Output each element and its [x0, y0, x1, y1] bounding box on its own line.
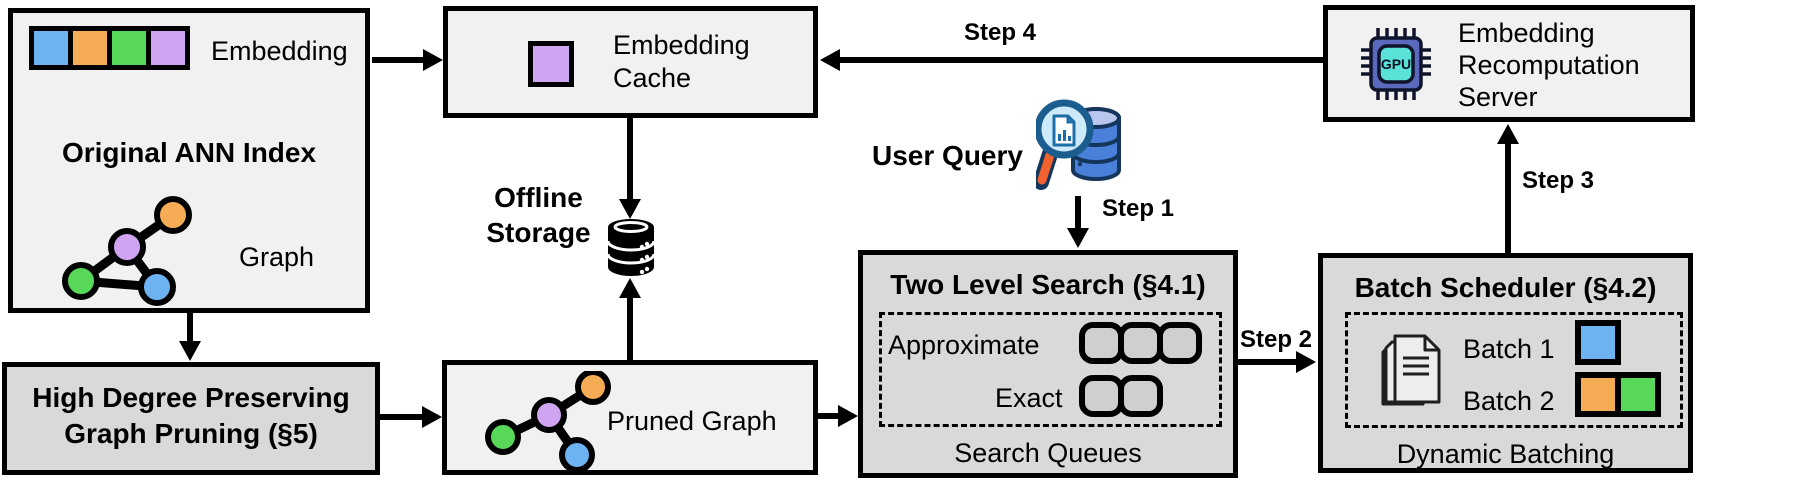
embedding-cell-blue [29, 26, 73, 70]
dynamic-batching-label: Dynamic Batching [1396, 439, 1615, 469]
pruned-graph-box: Pruned Graph [442, 360, 818, 475]
original-graph-icon [62, 196, 192, 306]
step2-label: Step 2 [1240, 326, 1313, 353]
exact-queue-slots [1079, 375, 1163, 417]
batch1-item-blue [1575, 320, 1621, 365]
original-ann-index-box: Embedding Original ANN Index Graph [8, 8, 370, 313]
queue-slot [1157, 322, 1202, 364]
queue-slot [1118, 375, 1163, 417]
exact-label: Exact [995, 383, 1063, 413]
approximate-label: Approximate [888, 330, 1040, 360]
recomputation-server-box: GPU Embedding Recomputation Server [1323, 5, 1695, 122]
embedding-cache-box: Embedding Cache [443, 6, 818, 118]
batch-scheduler-title: Batch Scheduler (§4.2) [1354, 272, 1657, 303]
approximate-queue-slots [1079, 322, 1202, 364]
embedding-label: Embedding [211, 36, 348, 66]
batch-scheduler-box: Batch Scheduler (§4.2) Batch 1 Batch 2 D… [1318, 253, 1693, 473]
batch2-items [1575, 372, 1661, 417]
step3-label: Step 3 [1522, 167, 1595, 194]
documents-icon [1381, 334, 1441, 406]
search-queues-label: Search Queues [954, 438, 1142, 468]
embedding-cell-green [107, 26, 151, 70]
gpu-icon: GPU [1361, 28, 1431, 100]
user-query-icon [1036, 99, 1121, 190]
search-queues-dashed-box [879, 312, 1222, 427]
gpu-label: GPU [1381, 56, 1411, 72]
batch2-item-green [1615, 372, 1661, 417]
step4-label: Step 4 [963, 19, 1037, 46]
cached-embedding-icon [528, 41, 574, 87]
graph-pruning-box: High Degree Preserving Graph Pruning (§5… [2, 362, 380, 475]
graph-pruning-title: High Degree Preserving Graph Pruning (§5… [32, 382, 350, 449]
graph-label: Graph [239, 242, 315, 272]
embedding-cell-purple [146, 26, 190, 70]
offline-storage-database-icon [606, 219, 656, 276]
batch1-items [1575, 320, 1621, 365]
two-level-search-box: Two Level Search (§4.1) Approximate Exac… [858, 250, 1238, 478]
dynamic-batching-dashed-box [1345, 312, 1683, 428]
embedding-vector-icon [29, 26, 190, 70]
original-ann-index-title: Original ANN Index [61, 137, 317, 168]
offline-storage-label: Offline Storage [486, 182, 591, 248]
batch2-label: Batch 2 [1463, 386, 1555, 416]
pruned-graph-icon [485, 371, 611, 471]
user-query-label: User Query [872, 140, 1023, 171]
embedding-cell-orange [68, 26, 112, 70]
recomputation-server-title: Embedding Recomputation Server [1458, 18, 1640, 112]
two-level-search-title: Two Level Search (§4.1) [890, 269, 1206, 300]
embedding-cache-title: Embedding Cache [613, 30, 750, 93]
pruned-graph-label: Pruned Graph [607, 406, 777, 436]
step1-label: Step 1 [1102, 195, 1175, 222]
batch1-label: Batch 1 [1463, 334, 1555, 364]
